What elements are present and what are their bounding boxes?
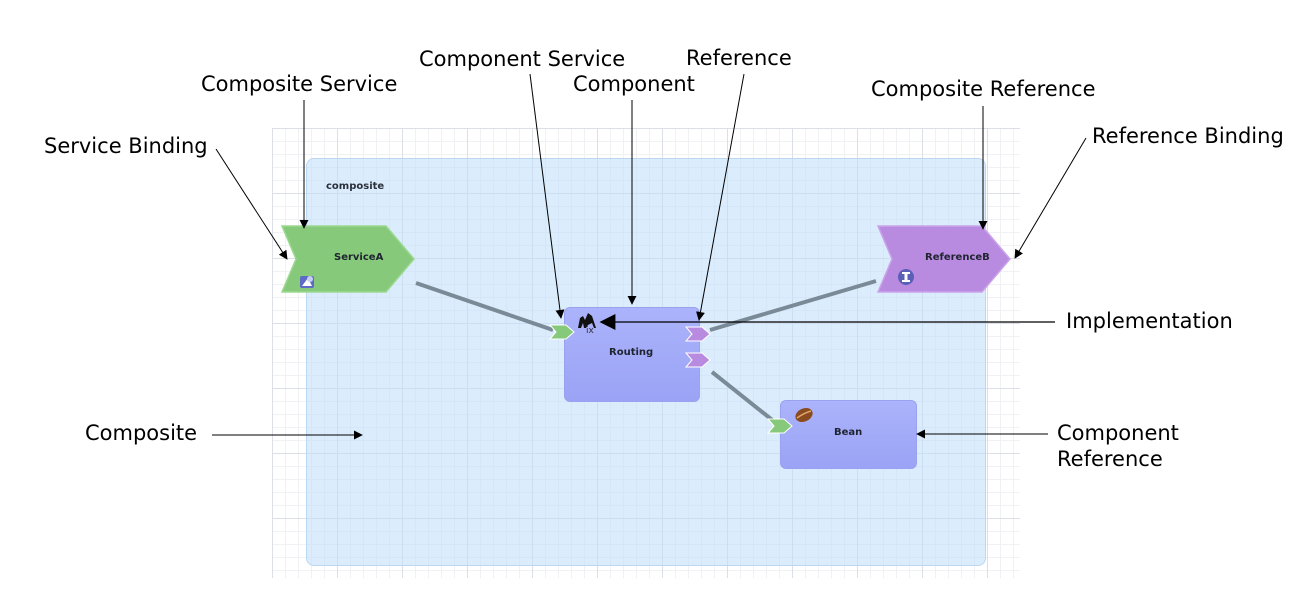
wire-routing-referenceb[interactable] (709, 279, 877, 332)
annotation-component: Component (573, 72, 695, 96)
arrow-service-binding (215, 148, 288, 260)
routing-reference-icon-1[interactable] (684, 326, 711, 342)
annotation-reference: Reference (686, 46, 792, 70)
annotation-composite-service: Composite Service (201, 72, 398, 96)
reference-binding-icon[interactable] (898, 269, 914, 285)
bean-label: Bean (834, 427, 863, 438)
arrow-reference-binding (1014, 137, 1087, 259)
service-binding-icon[interactable] (300, 276, 314, 288)
service-a-shape[interactable] (280, 225, 415, 293)
reference-b-label: ReferenceB (925, 252, 990, 263)
bean-implementation-icon[interactable] (793, 405, 815, 424)
wire-service-routing[interactable] (415, 281, 554, 332)
arrow-component-service (529, 73, 565, 319)
routing-component[interactable] (564, 307, 700, 402)
bean-component-service-icon[interactable] (766, 418, 793, 434)
service-a-label: ServiceA (334, 252, 384, 263)
annotation-component-reference-line2: Reference (1057, 447, 1163, 471)
composite-name: composite (326, 181, 385, 192)
arrow-reference (696, 73, 745, 321)
annotation-service-binding: Service Binding (44, 134, 208, 158)
annotation-implementation: Implementation (1066, 309, 1233, 333)
routing-component-service-icon[interactable] (548, 324, 575, 340)
annotation-reference-binding: Reference Binding (1092, 124, 1284, 148)
svg-text:ix: ix (586, 326, 595, 336)
camel-implementation-icon[interactable]: ix (578, 313, 596, 336)
annotation-composite: Composite (85, 421, 198, 445)
annotation-component-service: Component Service (419, 47, 626, 71)
routing-reference-icon-2[interactable] (684, 352, 711, 368)
annotation-composite-reference: Composite Reference (871, 77, 1096, 101)
annotation-component-reference-line1: Component (1057, 421, 1179, 445)
routing-label: Routing (609, 347, 654, 358)
wire-routing-bean[interactable] (710, 370, 778, 425)
